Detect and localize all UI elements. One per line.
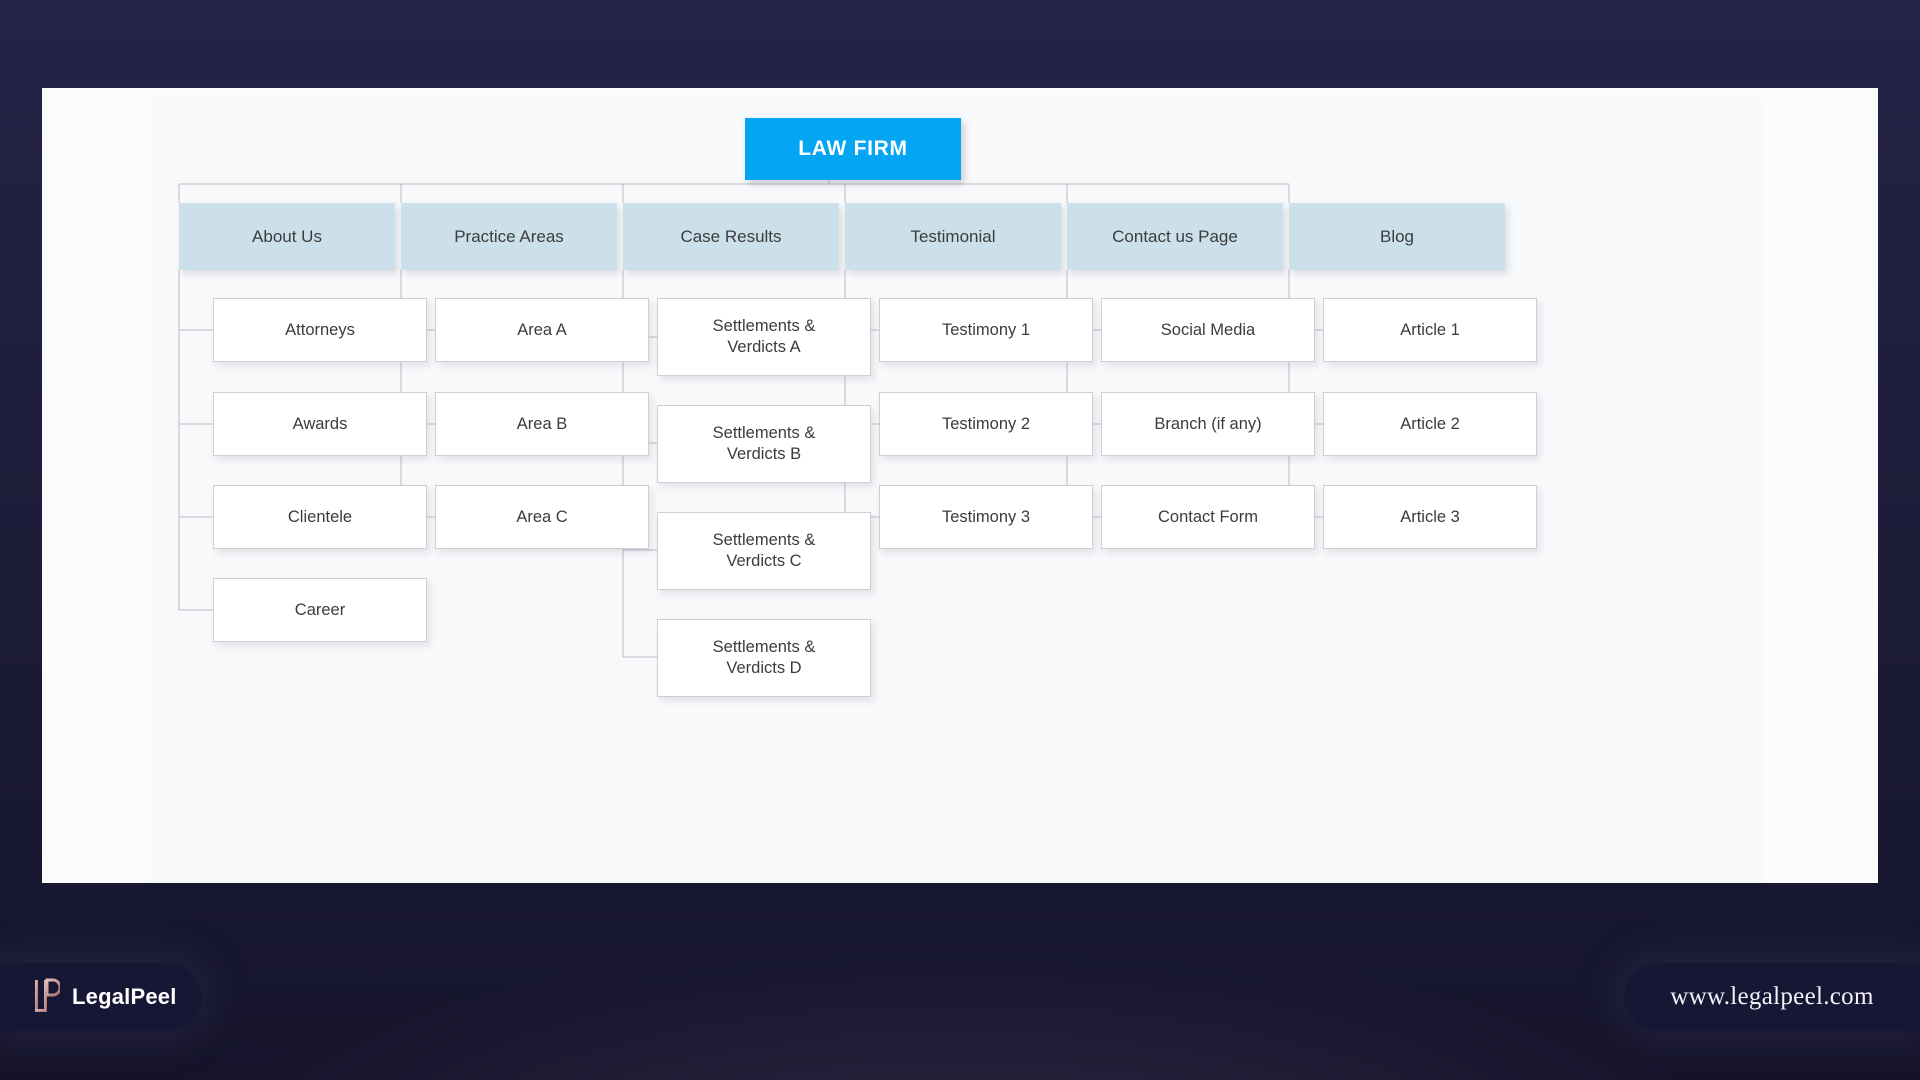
website-url-text: www.legalpeel.com bbox=[1670, 983, 1874, 1010]
website-url-pill[interactable]: www.legalpeel.com bbox=[1624, 963, 1920, 1031]
node-label: Testimony 3 bbox=[941, 507, 1031, 526]
node-label: Contact Form bbox=[1158, 507, 1258, 526]
node-branch-case-results[interactable]: Case Results bbox=[623, 203, 839, 270]
node-leaf-area-a[interactable]: Area A bbox=[435, 298, 649, 362]
node-label: Branch (if any) bbox=[1154, 414, 1262, 433]
node-label: Area A bbox=[517, 320, 567, 339]
node-leaf-settlements-verdicts-d[interactable]: Settlements & Verdicts D bbox=[657, 619, 871, 697]
node-leaf-area-c[interactable]: Area C bbox=[435, 485, 649, 549]
node-label: Article 1 bbox=[1400, 320, 1460, 339]
node-leaf-settlements-verdicts-c[interactable]: Settlements & Verdicts C bbox=[657, 512, 871, 590]
node-leaf-settlements-verdicts-b[interactable]: Settlements & Verdicts B bbox=[657, 405, 871, 483]
node-branch-contact-us-page[interactable]: Contact us Page bbox=[1067, 203, 1283, 270]
node-label: Testimonial bbox=[910, 226, 996, 246]
node-leaf-contact-form[interactable]: Contact Form bbox=[1101, 485, 1315, 549]
node-label: About Us bbox=[252, 226, 322, 246]
node-label-line2: Verdicts B bbox=[726, 445, 802, 463]
node-label-line1: Settlements & bbox=[712, 424, 816, 443]
node-leaf-clientele[interactable]: Clientele bbox=[213, 485, 427, 549]
node-label: Blog bbox=[1379, 226, 1415, 246]
node-leaf-career[interactable]: Career bbox=[213, 578, 427, 642]
node-label-line1: Settlements & bbox=[712, 638, 816, 657]
node-leaf-settlements-verdicts-a[interactable]: Settlements & Verdicts A bbox=[657, 298, 871, 376]
node-branch-practice-areas[interactable]: Practice Areas bbox=[401, 203, 617, 270]
node-branch-testimonial[interactable]: Testimonial bbox=[845, 203, 1061, 270]
lp-monogram-icon bbox=[35, 978, 60, 1012]
node-label: Settlements & Verdicts B bbox=[713, 423, 816, 464]
node-leaf-area-b[interactable]: Area B bbox=[435, 392, 649, 456]
node-label-line1: Settlements & bbox=[712, 317, 816, 336]
node-label: Attorneys bbox=[285, 320, 355, 339]
brand-logo-text: LegalPeel bbox=[72, 984, 177, 1009]
node-label: Social Media bbox=[1160, 320, 1256, 339]
node-leaf-branch-if-any[interactable]: Branch (if any) bbox=[1101, 392, 1315, 456]
node-leaf-social-media[interactable]: Social Media bbox=[1101, 298, 1315, 362]
node-leaf-attorneys[interactable]: Attorneys bbox=[213, 298, 427, 362]
node-label-line1: Settlements & bbox=[712, 531, 816, 550]
node-label: Clientele bbox=[287, 507, 353, 526]
node-label: Settlements & Verdicts A bbox=[713, 316, 816, 357]
node-leaf-awards[interactable]: Awards bbox=[213, 392, 427, 456]
node-label: Article 2 bbox=[1400, 414, 1460, 433]
node-label: Testimony 2 bbox=[941, 414, 1031, 433]
node-label: LAW FIRM bbox=[798, 136, 908, 160]
node-leaf-testimony-2[interactable]: Testimony 2 bbox=[879, 392, 1093, 456]
node-label: Practice Areas bbox=[454, 226, 564, 246]
node-leaf-article-3[interactable]: Article 3 bbox=[1323, 485, 1537, 549]
node-label: Area C bbox=[516, 507, 568, 526]
node-label: Area B bbox=[516, 414, 568, 433]
node-label-line2: Verdicts C bbox=[726, 552, 802, 570]
node-label: Contact us Page bbox=[1112, 226, 1238, 246]
node-layer: LAW FIRM About Us Practice Areas Case Re… bbox=[150, 100, 1763, 883]
node-label: Career bbox=[294, 600, 346, 619]
node-label: Settlements & Verdicts D bbox=[713, 637, 816, 678]
node-label: Settlements & Verdicts C bbox=[713, 530, 816, 571]
sitemap-panel: LAW FIRM About Us Practice Areas Case Re… bbox=[42, 88, 1878, 883]
node-label: Case Results bbox=[680, 226, 782, 246]
node-label-line2: Verdicts A bbox=[727, 338, 801, 356]
node-label: Testimony 1 bbox=[941, 320, 1031, 339]
node-branch-blog[interactable]: Blog bbox=[1289, 203, 1505, 270]
node-branch-about-us[interactable]: About Us bbox=[179, 203, 395, 270]
node-label-line2: Verdicts D bbox=[726, 659, 802, 677]
node-leaf-article-1[interactable]: Article 1 bbox=[1323, 298, 1537, 362]
node-label: Article 3 bbox=[1400, 507, 1460, 526]
brand-logo[interactable]: LegalPeel bbox=[0, 963, 202, 1031]
node-leaf-testimony-3[interactable]: Testimony 3 bbox=[879, 485, 1093, 549]
sitemap-canvas: LAW FIRM About Us Practice Areas Case Re… bbox=[150, 100, 1763, 883]
node-leaf-article-2[interactable]: Article 2 bbox=[1323, 392, 1537, 456]
node-leaf-testimony-1[interactable]: Testimony 1 bbox=[879, 298, 1093, 362]
node-label: Awards bbox=[292, 414, 348, 433]
node-root-law-firm[interactable]: LAW FIRM bbox=[745, 118, 961, 180]
